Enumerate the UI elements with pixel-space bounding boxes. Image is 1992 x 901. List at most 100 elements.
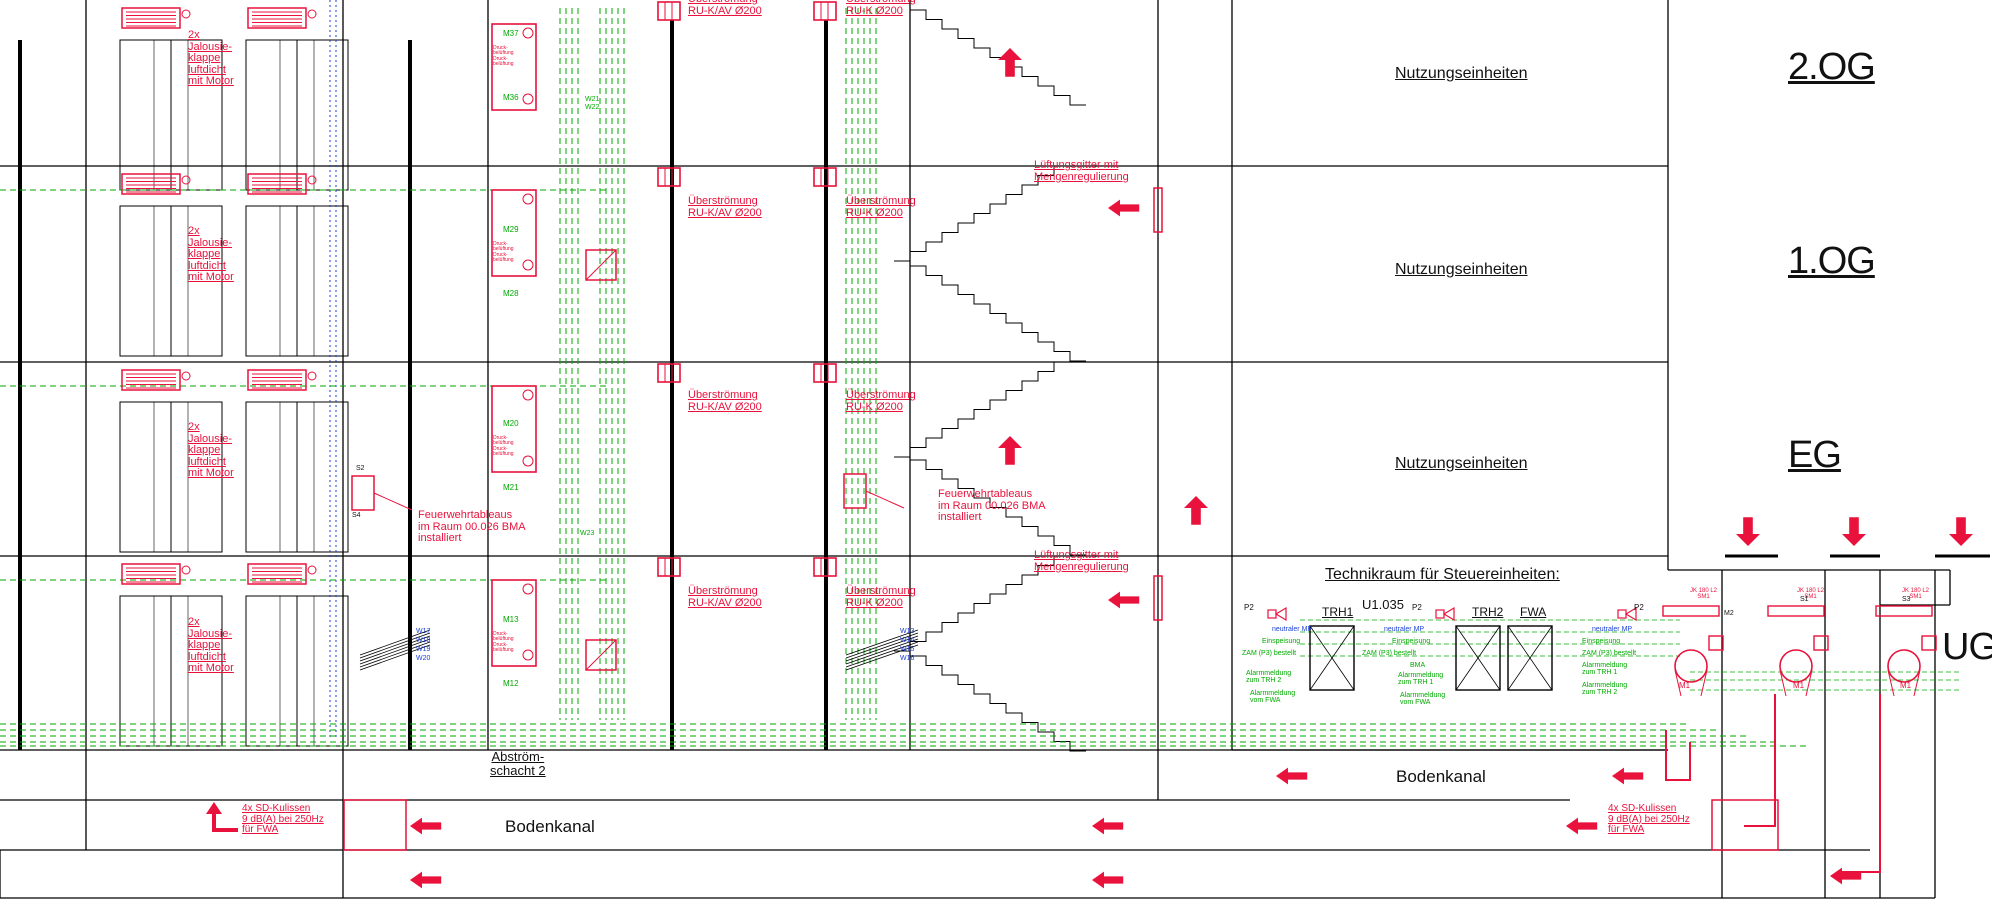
fire-panel	[843, 473, 867, 509]
stair-flight	[894, 361, 1070, 458]
level-label-1og: 1.OG	[1788, 240, 1876, 282]
cab-ug-bot: M12	[503, 679, 519, 688]
cabinet-motor	[522, 93, 534, 105]
damper-motor	[181, 565, 191, 575]
pressure-fan	[1779, 649, 1813, 683]
fire-panel-leader	[865, 490, 905, 509]
airflow-arrow	[998, 436, 1022, 465]
device-tag-s4: S4	[352, 512, 361, 519]
label-einspeisung-trh2: Einspeisung	[1392, 638, 1431, 645]
pressure-fan	[1887, 649, 1921, 683]
wire-tag-3: W15	[900, 646, 915, 653]
damper-motor	[307, 371, 317, 381]
cab-eg-bot: M21	[503, 483, 519, 492]
label-alarm-fwa-2: Alarmmeldung vom FWA	[1400, 692, 1446, 707]
airflow-arrow	[410, 817, 442, 835]
note-ueber-ruk-1og: Überströmung RU-K Ø200	[846, 195, 916, 219]
cab-2og-bot: M36	[503, 93, 519, 102]
label-neutral-trh2: neutraler MP	[1384, 626, 1425, 633]
panel-label-trh1: TRH1	[1322, 605, 1354, 619]
room-number: U1.035	[1362, 597, 1404, 612]
cab-2og-sub: Druck- belüftung Druck- belüftung	[493, 45, 514, 67]
control-panel	[1507, 625, 1553, 691]
note-ueber-ruav-ug: Überströmung RU-K/AV Ø200	[688, 585, 762, 609]
pressure-cabinet	[491, 23, 537, 111]
overflow-grille	[657, 557, 681, 577]
cable-bundle	[845, 632, 919, 659]
cab-eg-top: M20	[503, 419, 519, 428]
jalousie-damper	[247, 7, 307, 29]
damper-diagonal	[585, 639, 617, 671]
panel-cross	[1455, 625, 1501, 691]
label-zam-fwa: ZAM (P3) bestellt	[1582, 650, 1637, 657]
airflow-arrow	[998, 48, 1022, 77]
wire-tag-11: W23	[580, 530, 595, 537]
pressure-relief-damper	[585, 249, 617, 281]
room-nutzung-eg: Nutzungseinheiten	[1395, 455, 1528, 472]
stair-flight	[910, 9, 1086, 106]
airflow-arrow	[1092, 871, 1124, 889]
cable-bundle	[845, 644, 919, 671]
fan-header-grille	[1662, 605, 1720, 617]
stair-flight	[894, 165, 1070, 262]
overflow-grille	[813, 167, 837, 187]
cable-bundle	[845, 641, 919, 668]
alarm-horn	[1267, 609, 1277, 619]
alarm-horn-cone	[1442, 606, 1455, 622]
label-zam-trh2: ZAM (P3) bestellt	[1362, 650, 1417, 657]
note-ueber-ruav-2og: Überströmung RU-K/AV Ø200	[688, 0, 762, 17]
fan-leg	[1700, 669, 1708, 697]
fan-sensor	[1813, 635, 1829, 651]
panel-label-trh2: TRH2	[1472, 605, 1504, 619]
room-nutzung-1og: Nutzungseinheiten	[1395, 261, 1528, 278]
airflow-arrow	[1830, 867, 1862, 885]
label-einspeisung-trh1: Einspeisung	[1262, 638, 1301, 645]
wire-tag-1: W13	[900, 628, 915, 635]
airflow-arrow-bend	[212, 812, 238, 832]
vent-grille	[1153, 575, 1163, 621]
label-fan-2-type: JK 180 L2 SM1	[1797, 588, 1825, 601]
alarm-horn	[1435, 609, 1445, 619]
level-label-ug: UG	[1942, 626, 1992, 668]
silencer-box	[1711, 799, 1779, 851]
wire-tag-7: W19	[416, 646, 431, 653]
cab-1og-top: M29	[503, 225, 519, 234]
note-kulissen-left: 4x SD-Kulissen 9 dB(A) bei 250Hz für FWA	[242, 803, 324, 835]
fan-sensor	[1708, 635, 1724, 651]
note-ueber-ruk-2og: Überströmung RU-K Ø200	[846, 0, 916, 17]
cab-ug-top: M13	[503, 615, 519, 624]
device-tag-s1: S1	[1800, 596, 1809, 603]
overflow-grille	[657, 167, 681, 187]
airflow-arrow	[1108, 199, 1140, 217]
level-label-2og: 2.OG	[1788, 46, 1876, 88]
cable-bundle	[359, 644, 431, 671]
control-panel	[1455, 625, 1501, 691]
label-bodenkanal-left: Bodenkanal	[505, 817, 595, 836]
overflow-grille	[657, 363, 681, 383]
fire-devices	[121, 1, 1973, 889]
note-kulissen-right: 4x SD-Kulissen 9 dB(A) bei 250Hz für FWA	[1608, 803, 1690, 835]
label-alarm-fwa-1: Alarmmeldung vom FWA	[1250, 690, 1296, 705]
label-alarm-fwa-trh1: Alarmmeldung zum TRH 1	[1582, 662, 1628, 677]
label-bodenkanal-right: Bodenkanal	[1396, 767, 1486, 786]
jalousie-damper	[121, 563, 181, 585]
alarm-horn-cone	[1624, 606, 1637, 622]
note-feuerwehr-left: Feuerwehrtableaus im Raum 00.026 BMA ins…	[418, 509, 526, 545]
note-ueber-ruk-eg: Überströmung RU-K Ø200	[846, 389, 916, 413]
airflow-arrow	[1736, 517, 1760, 546]
fan-leg	[1674, 669, 1682, 697]
label-fan-1-type: JK 180 L2 SM1	[1690, 588, 1718, 601]
cab-2og-top: M37	[503, 29, 519, 38]
damper-motor	[307, 9, 317, 19]
airflow-arrow	[1184, 496, 1208, 525]
overflow-grille	[813, 1, 837, 21]
stair-flight	[894, 555, 1070, 652]
damper-motor	[307, 565, 317, 575]
overflow-grille	[813, 363, 837, 383]
jalousie-damper	[247, 369, 307, 391]
fan-header-grille	[1767, 605, 1825, 617]
jalousie-damper	[247, 563, 307, 585]
jalousie-damper	[247, 173, 307, 195]
